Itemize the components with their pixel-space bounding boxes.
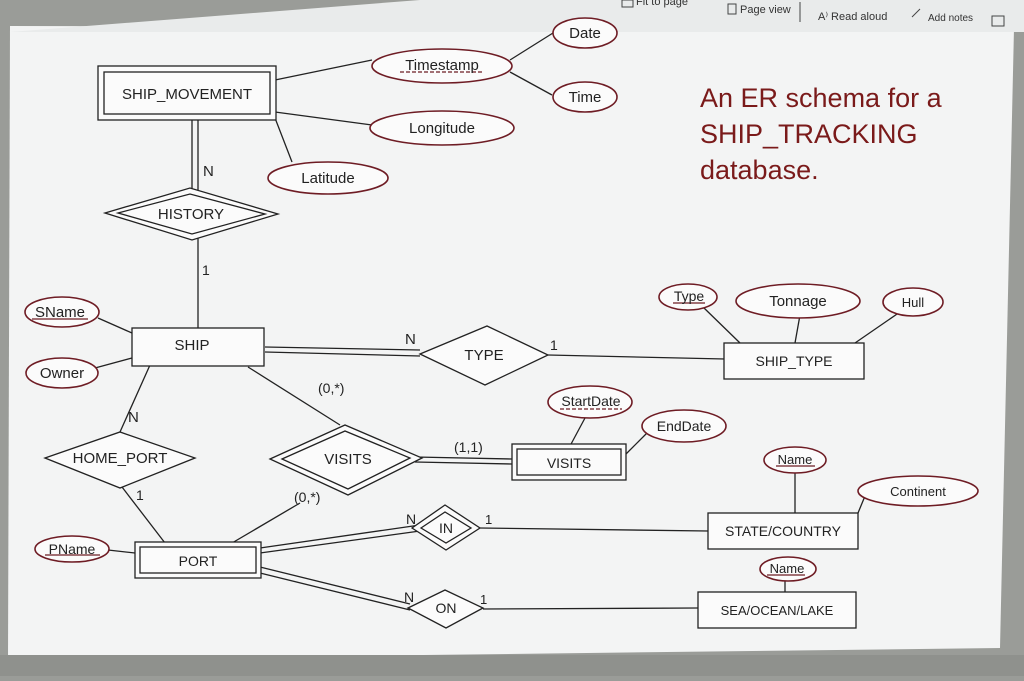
page-view-icon — [727, 3, 737, 15]
port-entity-inner — [139, 546, 257, 574]
sname-label: SName — [35, 304, 85, 321]
port-label: PORT — [179, 553, 218, 569]
history-n-label: N — [203, 163, 214, 180]
monitor-bezel — [0, 655, 1024, 676]
add-notes-icon — [911, 8, 921, 18]
startdate-label: StartDate — [561, 393, 620, 409]
fit-to-page-button[interactable]: Fit to page — [636, 0, 688, 8]
state-country-entity — [707, 512, 859, 550]
read-aloud-button[interactable]: A⁾ Read aloud — [818, 10, 888, 24]
print-icon[interactable] — [991, 15, 1005, 27]
history-1-label: 1 — [202, 262, 210, 278]
home-port-n-label: N — [128, 409, 139, 426]
history-label: HISTORY — [158, 206, 224, 223]
pname-label: PName — [49, 541, 96, 557]
on-label: ON — [436, 600, 457, 616]
longitude-ellipse — [369, 110, 515, 146]
state-country-label: STATE/COUNTRY — [725, 523, 842, 539]
on-diamond — [406, 589, 485, 629]
timestamp-ellipse — [371, 48, 513, 84]
type-diamond — [418, 325, 550, 386]
in-label: IN — [439, 520, 453, 536]
owner-label: Owner — [40, 365, 84, 382]
title-line-3: database. — [700, 155, 819, 185]
sea-ocean-lake-label: SEA/OCEAN/LAKE — [721, 603, 834, 618]
relationship-diamonds — [43, 187, 550, 629]
in-1-label: 1 — [485, 512, 492, 527]
visits-entity-inner — [516, 448, 622, 476]
read-aloud-icon: A⁾ — [818, 11, 829, 23]
toolbar-icons — [621, 0, 1005, 27]
page-view-button[interactable]: Page view — [740, 4, 791, 16]
latitude-ellipse — [267, 161, 389, 195]
add-notes-button[interactable]: Add notes — [928, 13, 973, 24]
hull-label: Hull — [902, 295, 925, 310]
hull-ellipse — [882, 287, 944, 317]
in-diamond-inner — [419, 511, 473, 544]
enddate-ellipse — [641, 409, 727, 443]
visits-rel-label: VISITS — [324, 451, 372, 468]
visits-entity-card-label: (1,1) — [454, 439, 483, 455]
ship-movement-inner — [103, 71, 271, 115]
enddate-label: EndDate — [657, 418, 712, 434]
title-line-2: SHIP_TRACKING — [700, 119, 918, 149]
home-port-1-label: 1 — [136, 487, 144, 503]
visits-entity-label: VISITS — [547, 455, 591, 471]
ship-movement-label: SHIP_MOVEMENT — [122, 86, 252, 103]
date-ellipse — [552, 17, 618, 49]
tonnage-ellipse — [735, 283, 861, 319]
state-name-label: Name — [778, 452, 813, 467]
time-label: Time — [569, 89, 602, 106]
continent-ellipse — [857, 475, 979, 507]
on-n-label: N — [404, 589, 414, 605]
page-view-label: Page view — [740, 4, 791, 16]
type-1-label: 1 — [550, 337, 558, 353]
viewer-toolbar — [10, 0, 1024, 32]
latitude-label: Latitude — [301, 170, 354, 187]
on-1-label: 1 — [480, 592, 487, 607]
fit-to-page-label: Fit to page — [636, 0, 688, 8]
visits-diamond-inner — [280, 430, 412, 490]
title-line-1: An ER schema for a — [700, 83, 942, 113]
visits-ship-card-label: (0,*) — [318, 380, 344, 396]
type-attr-label: Type — [674, 288, 705, 304]
fit-to-page-icon — [621, 0, 634, 8]
sea-name-label: Name — [770, 561, 805, 576]
ship-label: SHIP — [174, 337, 209, 354]
startdate-ellipse — [547, 385, 633, 419]
add-notes-label: Add notes — [928, 13, 974, 24]
visits-port-card-label: (0,*) — [294, 489, 320, 505]
owner-ellipse — [25, 357, 99, 389]
key-underlines — [32, 71, 815, 576]
sea-ocean-lake-entity — [697, 591, 857, 629]
ship-entity — [131, 327, 265, 367]
diagram-title: An ER schema for a SHIP_TRACKING databas… — [700, 80, 1000, 188]
connector-lines — [94, 32, 901, 611]
continent-label: Continent — [890, 484, 946, 499]
home-port-diamond — [43, 431, 197, 489]
tonnage-label: Tonnage — [769, 293, 827, 310]
ship-type-label: SHIP_TYPE — [755, 353, 832, 369]
type-rel-label: TYPE — [464, 347, 503, 364]
time-ellipse — [552, 81, 618, 113]
read-aloud-label: Read aloud — [831, 10, 888, 23]
ship-type-entity — [723, 342, 865, 380]
entity-boxes — [97, 65, 865, 629]
timestamp-label: Timestamp — [405, 57, 479, 74]
date-label: Date — [569, 25, 601, 42]
type-n-label: N — [405, 331, 416, 348]
in-n-label: N — [406, 511, 416, 527]
home-port-label: HOME_PORT — [73, 450, 168, 467]
longitude-label: Longitude — [409, 120, 475, 137]
history-diamond-inner — [115, 193, 268, 235]
labels: SHIP_MOVEMENT SHIP SHIP_TYPE VISITS PORT… — [35, 25, 946, 618]
